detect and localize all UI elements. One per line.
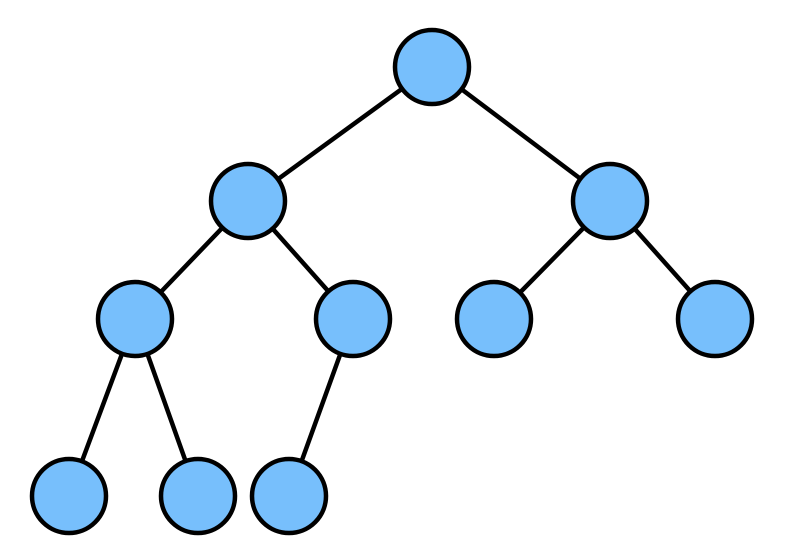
tree-nodes	[29, 27, 755, 536]
tree-node-llr	[158, 456, 238, 536]
tree-node-rl	[454, 279, 534, 359]
tree-edges	[66, 64, 718, 499]
tree-node-lrl	[249, 456, 329, 536]
tree-node-lr	[313, 279, 393, 359]
tree-node-r	[570, 161, 650, 241]
tree-node-root	[392, 27, 472, 107]
tree-node-l	[208, 161, 288, 241]
tree-node-ll	[95, 279, 175, 359]
tree-node-lll	[29, 456, 109, 536]
tree-node-rr	[675, 279, 755, 359]
